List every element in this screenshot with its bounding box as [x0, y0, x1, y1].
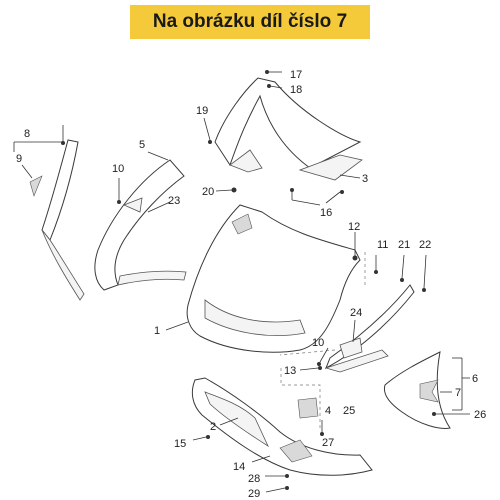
- fastener-10b: [317, 362, 321, 366]
- fastener-13: [318, 366, 322, 370]
- leader-1: [165, 321, 189, 331]
- leader-10b: [319, 347, 329, 363]
- leader-29: [265, 487, 286, 493]
- part-6-front-panel: [383, 351, 451, 429]
- callout-29: 29: [248, 488, 260, 500]
- callout-21: 21: [398, 239, 410, 251]
- callout-11: 11: [377, 239, 388, 251]
- callout-19: 19: [196, 105, 208, 117]
- fastener-17: [265, 70, 269, 74]
- callout-14: 14: [233, 461, 245, 473]
- fastener-22: [422, 288, 426, 292]
- callout-18: 18: [290, 84, 302, 96]
- fastener-12: [352, 255, 358, 261]
- callout-24: 24: [350, 307, 362, 319]
- part-5-side-cover: [94, 159, 187, 291]
- callout-12: 12: [348, 221, 360, 233]
- fastener-8: [61, 141, 65, 145]
- callout-3: 3: [362, 173, 368, 185]
- part-7-emblem: [419, 379, 439, 403]
- leader-9: [21, 164, 33, 179]
- fastener-21: [400, 278, 404, 282]
- fastener-28: [285, 474, 289, 478]
- assembly-line-1: [280, 368, 321, 430]
- fastener-20: [231, 187, 237, 193]
- part-27-grille-plate: [297, 397, 319, 419]
- callout-26: 26: [474, 409, 486, 421]
- callout-25: 25: [343, 405, 355, 417]
- fastener-11: [374, 270, 378, 274]
- leader-22: [423, 254, 427, 289]
- leader-13: [299, 367, 319, 371]
- callout-7: 7: [455, 387, 461, 399]
- leader-20: [215, 189, 233, 192]
- callout-9: 9: [16, 153, 22, 165]
- part-bracket-near-24: [339, 337, 363, 359]
- fastener-26: [432, 412, 436, 416]
- fastener-10a: [117, 200, 121, 204]
- leader-24: [352, 319, 356, 343]
- callout-22: 22: [419, 239, 431, 251]
- callout-10-upper: 10: [112, 163, 124, 175]
- fastener-19: [208, 140, 212, 144]
- callout-15: 15: [174, 438, 186, 450]
- callout-10-lower: 10: [312, 337, 324, 349]
- callout-6: 6: [472, 373, 478, 385]
- leader-3: [339, 174, 361, 179]
- leader-23: [147, 201, 171, 213]
- part-1-front-shield: [186, 204, 361, 353]
- callout-4: 4: [325, 405, 331, 417]
- title-banner: Na obrázku díl číslo 7: [130, 5, 370, 39]
- fastener-15: [206, 435, 210, 439]
- callout-5: 5: [139, 139, 145, 151]
- leader-2: [219, 417, 239, 426]
- callout-2: 2: [210, 421, 216, 433]
- part-9-small-badge: [29, 175, 43, 197]
- leader-16-b: [291, 199, 321, 206]
- callout-16: 16: [320, 207, 332, 219]
- part-3-upper-shield: [214, 77, 363, 181]
- callout-1: 1: [154, 325, 160, 337]
- fastener-16a: [290, 188, 294, 192]
- fastener-16b: [340, 190, 344, 194]
- leader-14: [251, 455, 271, 463]
- callout-27: 27: [322, 437, 334, 449]
- fastener-25: [320, 432, 324, 436]
- leader-5: [147, 151, 169, 161]
- callout-28: 28: [248, 473, 260, 485]
- callout-23: 23: [168, 195, 180, 207]
- leader-15: [192, 436, 207, 441]
- callout-17: 17: [290, 69, 302, 81]
- callout-8: 8: [24, 128, 30, 140]
- leader-16-c: [325, 191, 341, 204]
- callout-13: 13: [284, 365, 296, 377]
- leader-21: [401, 254, 405, 279]
- leader-18: [269, 85, 283, 89]
- banner-title: Na obrázku díl číslo 7: [152, 11, 348, 32]
- callout-20: 20: [202, 186, 214, 198]
- fastener-18: [267, 84, 271, 88]
- fastener-29: [285, 486, 289, 490]
- part-2-lower-cover: [191, 377, 373, 476]
- leader-19: [203, 117, 211, 141]
- part-8-side-trim: [41, 139, 85, 301]
